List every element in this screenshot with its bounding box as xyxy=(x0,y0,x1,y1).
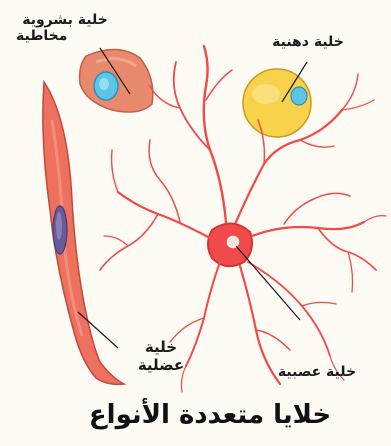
nerve-label-text: خلية عصبية xyxy=(262,364,372,380)
fat-cell-nucleus xyxy=(291,87,307,105)
muscle-label-line1: خلية xyxy=(116,338,206,356)
epithelial-cell-label: خلية بشروية مخاطية xyxy=(10,12,120,44)
fat-cell xyxy=(243,69,311,137)
epithelial-label-line2: مخاطية xyxy=(10,28,120,44)
epithelial-label-line1: خلية بشروية xyxy=(10,12,120,28)
figure-title: خلايا متعددة الأنواع xyxy=(60,400,360,430)
neuron-nucleus xyxy=(228,237,239,248)
nerve-cell-label: خلية عصبية xyxy=(262,364,372,380)
fat-cell-label: خلية دهنية xyxy=(248,34,368,50)
muscle-cell-label: خلية عضلية xyxy=(116,338,206,374)
muscle-label-line2: عضلية xyxy=(116,356,206,374)
epithelial-cell xyxy=(80,49,153,112)
fat-label-text: خلية دهنية xyxy=(248,34,368,50)
muscle-cell xyxy=(43,82,124,384)
